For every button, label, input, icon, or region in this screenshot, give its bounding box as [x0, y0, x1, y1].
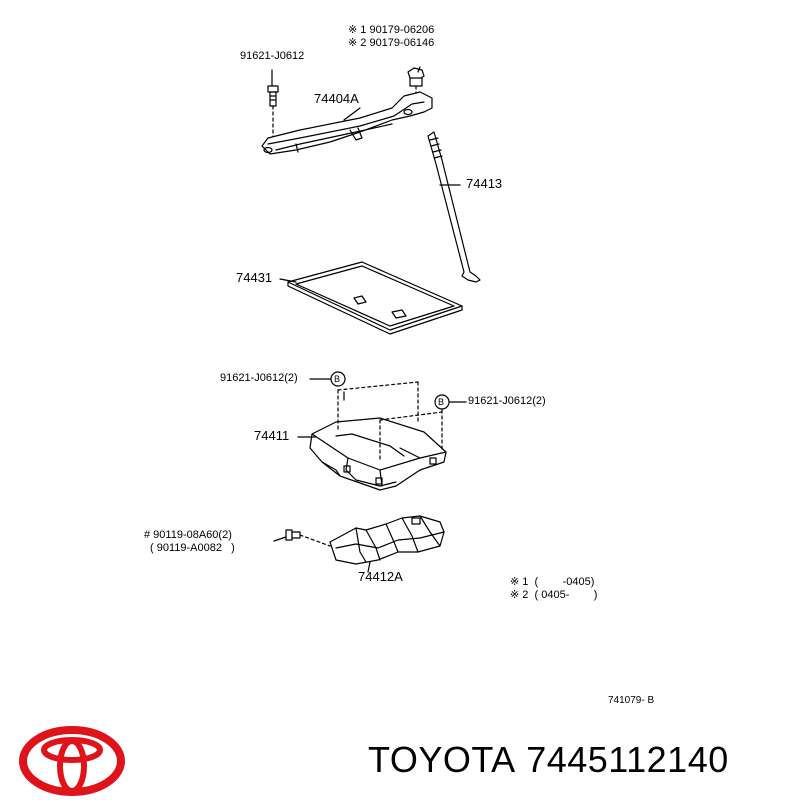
callout-carrier: 74411 [254, 428, 290, 443]
battery-carrier-part [309, 381, 447, 491]
marker-b-left-circle [330, 371, 346, 387]
diagram-id: 741079- B [608, 695, 655, 706]
leader-74431 [279, 278, 297, 283]
callout-tray: 74431 [236, 270, 273, 285]
bottom-bolt-part [285, 529, 331, 547]
footnote-2: ※ 2 ( 0405- ) [510, 589, 598, 601]
leader-74412a [367, 561, 371, 573]
part-number: 7445112140 [526, 739, 729, 780]
hold-down-rod-part [427, 131, 481, 283]
top-bolt-part [267, 85, 279, 139]
callout-bolt-left: 91621-J0612(2) [220, 372, 298, 384]
brand-part-line: TOYOTA 7445112140 [368, 738, 729, 782]
leader-bottom-bolt [273, 536, 287, 542]
marker-b-right-circle [434, 394, 450, 410]
carrier-bracket-part [329, 515, 445, 565]
marker-b-right: B [438, 397, 445, 407]
callout-bottom-bolt-1: # 90119-08A60(2) [144, 529, 232, 541]
callout-nut-alt2: ※ 2 90179-06146 [348, 37, 435, 49]
brand-name: TOYOTA [368, 739, 516, 780]
callout-bolt-top: 91621-J0612 [240, 50, 305, 62]
footnote-1: ※ 1 ( -0405) [510, 576, 595, 588]
marker-b-left: B [334, 374, 341, 384]
leader-74404a [343, 107, 361, 121]
leader-nut [417, 66, 421, 73]
callout-rod: 74413 [466, 176, 503, 191]
hex-nut-part [407, 67, 425, 97]
callout-clamp: 74404A [314, 91, 359, 106]
callout-bottom-bolt-2: ( 90119-A0082 ) [150, 542, 235, 554]
toyota-logo-icon [19, 726, 125, 796]
callout-bracket: 74412A [358, 569, 403, 584]
callout-bolt-right: 91621-J0612(2) [468, 395, 546, 407]
callout-nut-alt1: ※ 1 90179-06206 [348, 24, 435, 36]
battery-tray-part [287, 261, 463, 335]
battery-clamp-part [261, 91, 433, 155]
